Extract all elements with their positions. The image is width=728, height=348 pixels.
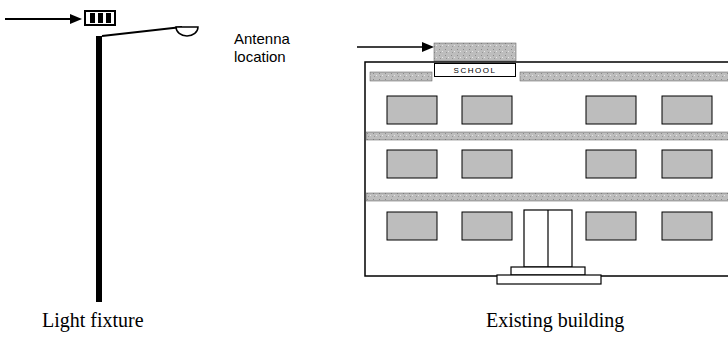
caption-label: Light fixture	[42, 308, 202, 332]
caption-label: Existing building	[486, 308, 686, 332]
sign-text: SCHOOL	[454, 66, 497, 75]
school-building	[365, 43, 728, 284]
sign-box: SCHOOL	[434, 63, 516, 77]
leader-arrow	[357, 42, 434, 52]
light-fixture	[5, 11, 198, 302]
callout-label: Antenna location	[234, 30, 306, 66]
